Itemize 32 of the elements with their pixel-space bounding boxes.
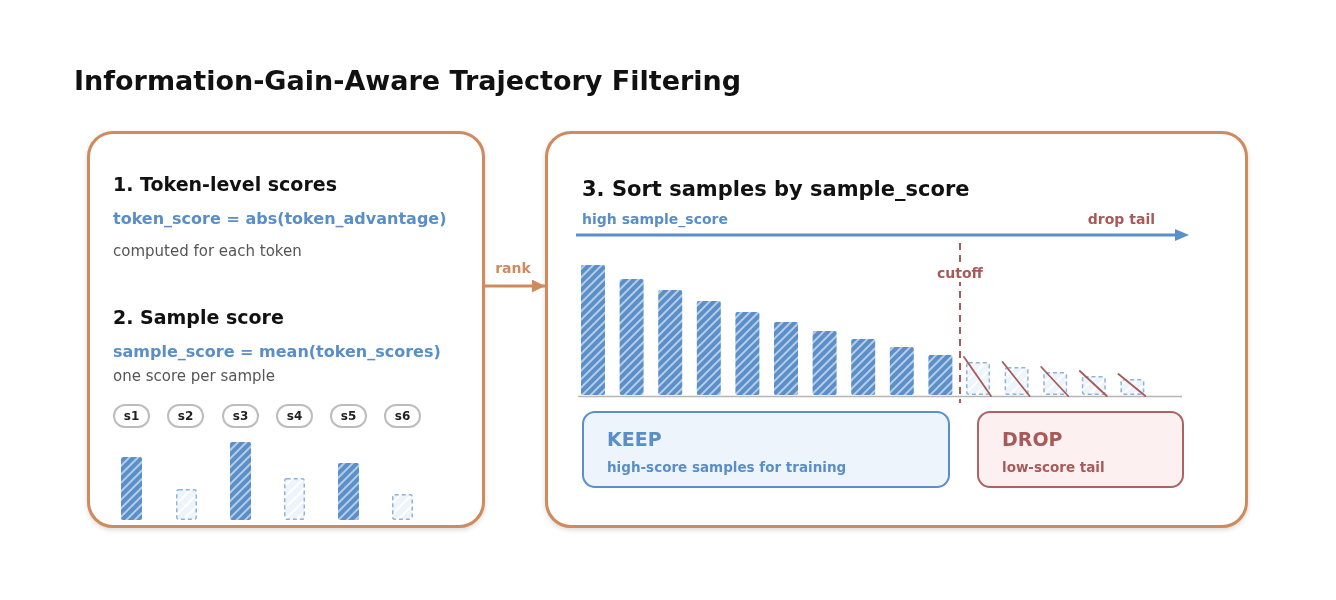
step-heading: 3. Sort samples by sample_score [582,177,970,203]
sample-id: s5 [340,408,357,424]
box-heading: DROP [1002,428,1063,451]
sample-pill [330,404,367,428]
axis-label: high sample_score [582,211,728,228]
sample-id: s4 [286,408,303,424]
box-heading: KEEP [607,428,662,451]
formula: token_score = abs(token_advantage) [113,209,447,229]
formula: sample_score = mean(token_scores) [113,342,441,362]
box-description: low-score tail [1002,459,1105,476]
sample-pill [113,404,150,428]
sample-pill [276,404,313,428]
sample-id: s2 [177,408,194,424]
sample-pill [167,404,204,428]
step-heading: 2. Sample score [113,306,284,329]
keep-box [582,411,950,488]
axis-label: drop tail [1087,211,1155,228]
note: one score per sample [113,367,275,385]
sample-id: s3 [232,408,249,424]
drop-box [977,411,1184,488]
sample-id: s6 [394,408,411,424]
cutoff-label: cutoff [935,265,985,282]
note: computed for each token [113,242,302,260]
sample-id: s1 [123,408,140,424]
panel [545,131,1248,528]
sample-pill [384,404,421,428]
box-description: high-score samples for training [607,459,847,476]
arrow [485,279,545,293]
panel [87,131,485,528]
step-heading: 1. Token-level scores [113,173,337,196]
diagram-title: Information-Gain-Aware Trajectory Filtering [74,64,742,98]
sample-pill [222,404,259,428]
